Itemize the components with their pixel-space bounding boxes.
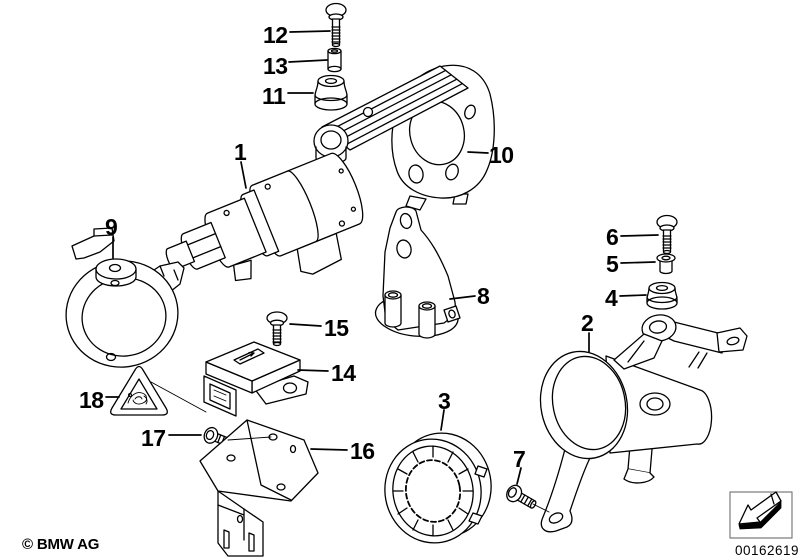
part-18-warning-label (110, 365, 168, 416)
part-6-screw (656, 214, 678, 255)
callout-2: 2 (581, 310, 594, 336)
callout-9: 9 (105, 214, 118, 240)
callout-5: 5 (606, 251, 619, 277)
callout-15: 15 (324, 315, 349, 341)
part-3-damper-ring (384, 432, 492, 544)
part-15-screw (266, 311, 288, 347)
callout-11: 11 (262, 83, 286, 109)
callout-4: 4 (605, 285, 618, 311)
part-11-rubber-grommet (314, 74, 348, 111)
callout-17: 17 (141, 425, 166, 451)
part-4-rubber-grommet (646, 281, 678, 310)
part-2-holder (539, 314, 748, 533)
callout-6: 6 (606, 224, 619, 250)
callout-10: 10 (489, 142, 514, 168)
part-7-screw (506, 484, 537, 509)
callout-13: 13 (263, 53, 288, 79)
callout-16: 16 (350, 438, 375, 464)
callout-8: 8 (477, 283, 490, 309)
part-1-compressor (165, 152, 364, 282)
part-5-bushing (656, 253, 676, 275)
drive-direction-arrow-icon (729, 491, 793, 539)
callout-7: 7 (513, 446, 526, 472)
callout-1: 1 (234, 139, 247, 165)
part-14-sensor (203, 341, 309, 417)
part-9-holder-ring (65, 227, 185, 368)
callout-12: 12 (263, 22, 288, 48)
part-13-spacer-sleeve (327, 47, 342, 73)
callout-18: 18 (79, 387, 104, 413)
assembly-guide-lines (150, 381, 550, 513)
part-12-screw (325, 2, 347, 48)
part-8-stud-bracket (374, 206, 461, 339)
image-number: 00162619 (735, 543, 799, 558)
callout-3: 3 (438, 388, 451, 414)
copyright-text: © BMW AG (22, 536, 100, 553)
callout-leader-lines (105, 30, 659, 485)
callout-14: 14 (331, 360, 356, 386)
part-10-mounting-console (313, 64, 495, 211)
